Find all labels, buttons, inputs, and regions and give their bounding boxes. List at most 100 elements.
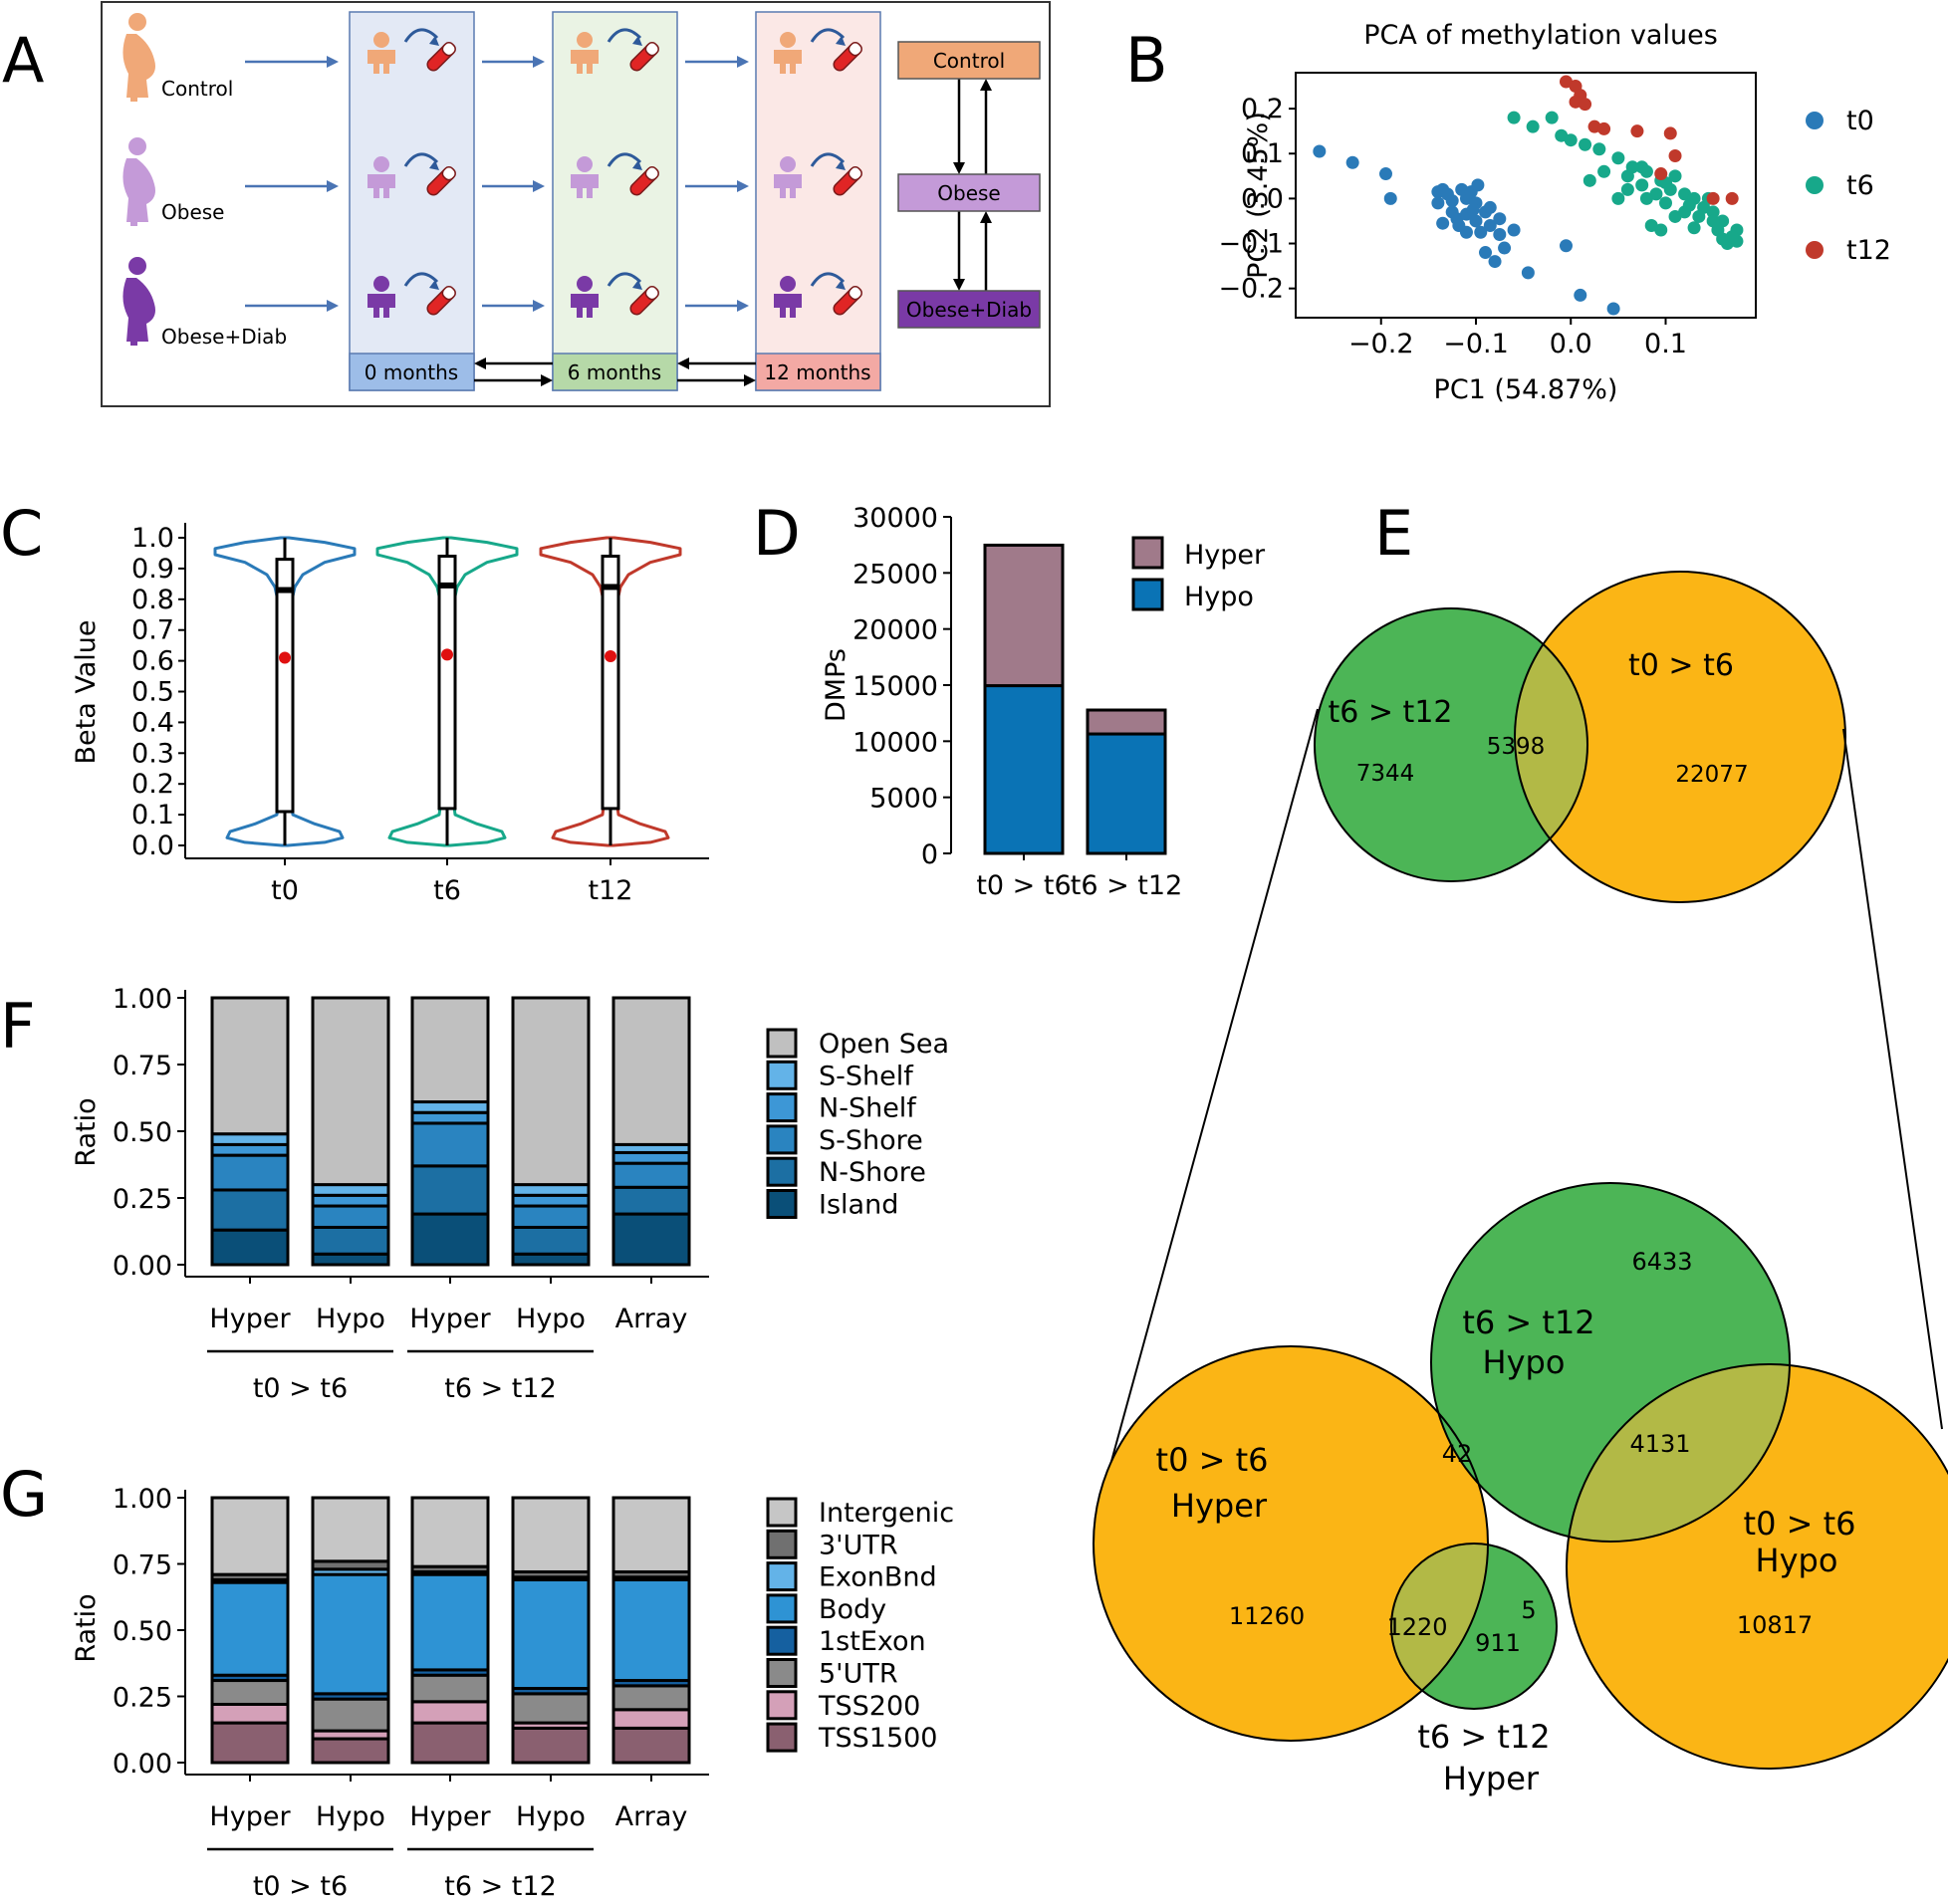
timepoint-tag-0 bbox=[349, 353, 475, 391]
comparison-arrow-head bbox=[953, 162, 965, 174]
mother-icon bbox=[122, 278, 155, 342]
cpg-context-legend-label: S-Shelf bbox=[819, 1061, 914, 1091]
timepoint-tag-12 bbox=[755, 353, 881, 391]
pca-point-t0 bbox=[1498, 241, 1512, 255]
cpg-context-legend-key bbox=[766, 1124, 798, 1155]
gene-region-group-label: t6 > t12 bbox=[444, 1871, 557, 1902]
venn-top-left-label: t6 > t12 bbox=[1329, 695, 1453, 730]
arrow-icon-head bbox=[836, 280, 846, 290]
timepoint-arrow-head bbox=[744, 374, 756, 386]
pca-point-t6 bbox=[1611, 151, 1625, 165]
pca-y-label: PC2 (3.45%) bbox=[1243, 112, 1274, 279]
baby-icon bbox=[367, 294, 395, 318]
gene-region-legend-label: TSS1500 bbox=[818, 1723, 937, 1754]
pca-point-t0 bbox=[1479, 246, 1493, 260]
pca-point-t6 bbox=[1625, 160, 1639, 174]
arrow-icon bbox=[403, 28, 439, 43]
cpg-context-legend-label: Island bbox=[819, 1190, 898, 1221]
venn-top-t0-t6-circle bbox=[1515, 572, 1845, 902]
cpg-context-legend-key bbox=[766, 1189, 798, 1219]
violin-y-tick-label: 0.4 bbox=[131, 707, 174, 738]
venn-bottom-t0t6-hypo-label-2: Hypo bbox=[1756, 1542, 1838, 1579]
cpg-context-x-tick-label: Hypo bbox=[516, 1304, 586, 1334]
venn-bottom-t0-t6-hyper-outline bbox=[1093, 1345, 1489, 1742]
cpg-context-bar-segment bbox=[210, 1188, 290, 1232]
pca-point-t6 bbox=[1639, 164, 1653, 178]
dmp-legend-label-hyper: Hyper bbox=[1184, 540, 1266, 571]
gene-region-bar-segment bbox=[311, 1496, 390, 1563]
timepoint-label-12: 12 months bbox=[764, 360, 870, 384]
timepoint-tag-6 bbox=[552, 353, 678, 391]
cpg-context-bar-segment bbox=[611, 1150, 691, 1165]
arrow-icon-head bbox=[836, 36, 846, 46]
venn-bottom-t0t6-hypo-label-1: t0 > t6 bbox=[1744, 1505, 1856, 1543]
arrow-icon-head bbox=[429, 36, 439, 46]
pca-point-t6 bbox=[1620, 182, 1634, 196]
gene-region-bar-segment bbox=[410, 1673, 490, 1704]
pca-point-t0 bbox=[1493, 227, 1507, 241]
pca-point-t0 bbox=[1431, 196, 1445, 210]
arrow-icon bbox=[607, 152, 642, 167]
gene-region-legend-label: 1stExon bbox=[819, 1626, 926, 1657]
pca-point-t6 bbox=[1716, 232, 1730, 246]
gene-region-bar-segment bbox=[311, 1697, 390, 1733]
group-label-obese-diab: Obese+Diab bbox=[161, 325, 287, 349]
gene-region-bar-segment bbox=[511, 1692, 591, 1725]
pca-point-t6 bbox=[1526, 119, 1540, 133]
baby-icon bbox=[774, 50, 802, 74]
venn-bottom-t0-t6-hypo-outline bbox=[1566, 1363, 1948, 1770]
pca-y-tick-label: −0.1 bbox=[1218, 229, 1284, 260]
baby-icon-head bbox=[780, 156, 796, 172]
pca-legend-key-t12 bbox=[1806, 241, 1824, 259]
dmp-bar-hypo bbox=[1086, 732, 1167, 855]
pca-point-t6 bbox=[1706, 214, 1720, 228]
group-label-obese: Obese bbox=[161, 200, 224, 224]
panel-label-b: B bbox=[1125, 24, 1168, 97]
group-box-obese bbox=[897, 173, 1041, 212]
cpg-context-y-tick-label: 0.00 bbox=[113, 1251, 172, 1282]
comparison-arrow-head bbox=[953, 279, 965, 291]
panel-label-a: A bbox=[2, 24, 44, 97]
pca-points bbox=[1313, 75, 1744, 316]
pca-point-t0 bbox=[1606, 302, 1620, 316]
arrow-icon bbox=[403, 272, 439, 287]
gene-region-bar-segment bbox=[511, 1496, 591, 1573]
group-box-label-control: Control bbox=[933, 49, 1005, 73]
pca-point-t12 bbox=[1654, 167, 1668, 181]
blood-tube-icon-cap bbox=[848, 166, 862, 181]
blood-tube-icon-cap bbox=[848, 286, 862, 301]
comparison-arrow-head bbox=[980, 79, 992, 91]
venn-top-t6-t12-outline bbox=[1314, 607, 1588, 882]
cpg-context-bar-segment bbox=[210, 1132, 290, 1146]
venn-bottom-hypo-only-count: 6433 bbox=[1631, 1248, 1692, 1276]
pca-point-t6 bbox=[1668, 169, 1682, 183]
dmp-legend-key-hypo bbox=[1131, 578, 1164, 611]
cpg-context-bar-segment bbox=[511, 996, 591, 1187]
violin-t6 bbox=[375, 536, 519, 847]
pca-point-t12 bbox=[1706, 191, 1720, 205]
violin-y-tick-label: 0.5 bbox=[131, 677, 174, 708]
blood-tube-icon-cap bbox=[441, 286, 456, 301]
dmp-y-tick-label: 5000 bbox=[869, 784, 938, 815]
cpg-context-y-tick-label: 0.75 bbox=[113, 1051, 172, 1081]
venn-bottom-t6t12-hypo-label-2: Hypo bbox=[1483, 1343, 1566, 1381]
cpg-context-legend-label: N-Shore bbox=[819, 1157, 926, 1188]
cpg-context-bar-segment bbox=[210, 1228, 290, 1267]
flow-arrow-head bbox=[737, 300, 749, 312]
venn-bottom-hypo-overlap-fill bbox=[1567, 1364, 1790, 1542]
zoom-line-right bbox=[1842, 728, 1943, 1430]
blood-tube-icon-cap bbox=[644, 286, 659, 301]
venn-bottom-hyper-only-count: 11260 bbox=[1229, 1602, 1305, 1630]
gene-region-x-tick-label: Hypo bbox=[516, 1801, 586, 1832]
pca-point-t0 bbox=[1345, 155, 1359, 169]
group-box-label-obese: Obese bbox=[937, 181, 1000, 205]
gene-region-bar-segment bbox=[210, 1702, 290, 1725]
pca-y-tick-label: 0.2 bbox=[1241, 94, 1284, 124]
gene-region-y-tick-label: 0.75 bbox=[113, 1550, 172, 1581]
